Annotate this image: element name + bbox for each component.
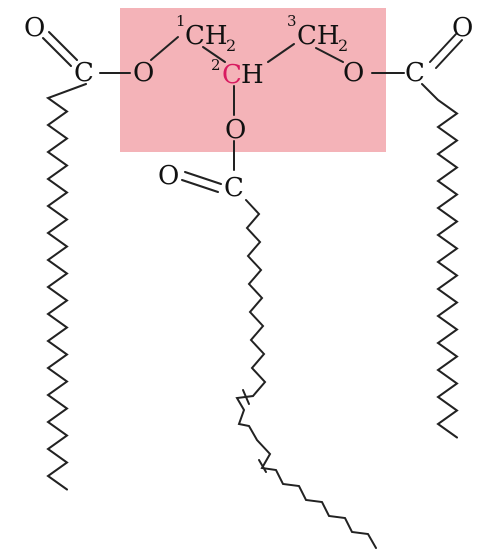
c3-h-subscript: 2 (338, 36, 348, 55)
c2-locant: 2 (211, 56, 221, 74)
fatty-acid-chains (45, 83, 459, 549)
c1-locant: 1 (176, 12, 186, 30)
right-fatty-acid-chain (421, 83, 459, 439)
c3-locant: 3 (287, 12, 297, 30)
c1-group: CH (185, 21, 228, 51)
right-carbonyl-carbon: C (405, 58, 425, 88)
bond-left-o-c1 (150, 36, 179, 61)
bond-c3-right-o (315, 47, 344, 63)
middle-carbonyl-bond-1 (184, 171, 222, 185)
middle-carbonyl-oxygen: O (158, 161, 179, 191)
middle-chain-cis-double-bond-1 (242, 389, 250, 405)
c2-hydrogen: H (241, 60, 264, 90)
left-carbonyl-carbon: C (74, 58, 94, 88)
left-carbonyl-bond-1 (48, 31, 78, 61)
atom-labels: O C O 1 CH 2 2 C H 3 CH 2 O C O O O C (24, 12, 473, 203)
middle-chain-cis-double-bond-2 (258, 459, 267, 473)
glycerol-backbone-highlight (120, 8, 386, 152)
middle-fatty-acid-chain (235, 199, 377, 549)
middle-carbonyl-carbon: C (224, 173, 244, 203)
c3-group: CH (297, 21, 340, 51)
c1-h-subscript: 2 (226, 36, 236, 55)
carbonyl-double-bonds (42, 31, 463, 193)
middle-ester-oxygen: O (225, 115, 246, 145)
backbone-bonds (99, 36, 405, 171)
right-carbonyl-bond-1 (429, 33, 457, 63)
right-carbonyl-oxygen: O (452, 13, 473, 43)
right-ester-oxygen: O (343, 58, 364, 88)
bond-c2-c3 (267, 43, 295, 63)
left-carbonyl-bond-2 (42, 37, 72, 67)
bond-c1-c2 (202, 46, 226, 63)
left-fatty-acid-chain (45, 83, 87, 491)
left-carbonyl-oxygen: O (24, 13, 45, 43)
c2-stereo-carbon: C (222, 60, 242, 90)
left-ester-oxygen: O (133, 58, 154, 88)
right-carbonyl-bond-2 (435, 39, 463, 69)
middle-carbonyl-bond-2 (181, 179, 219, 193)
